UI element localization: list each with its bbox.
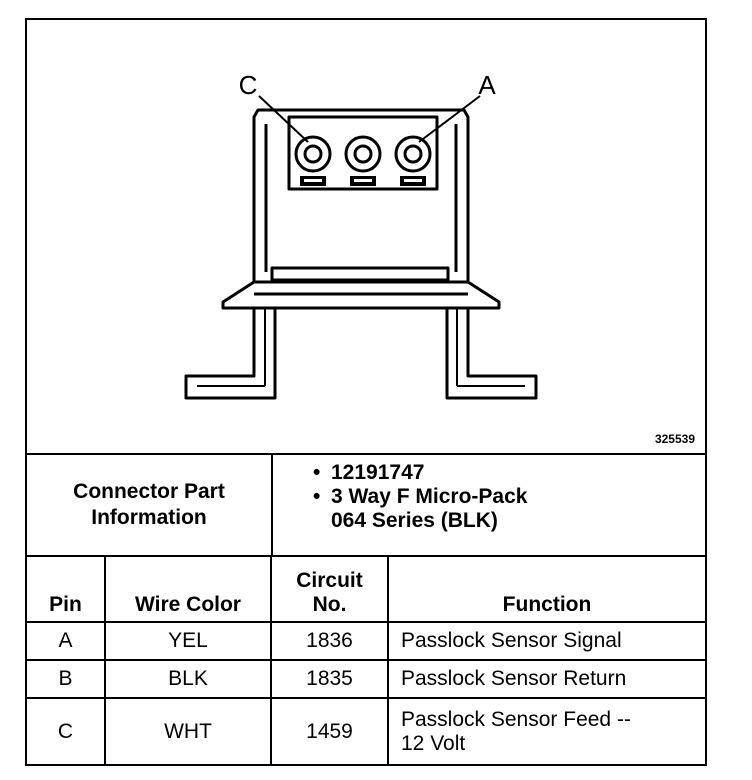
cell-circuit: 1836 <box>270 621 389 661</box>
info-label-line1: Connector Part <box>73 480 225 503</box>
connector-description-cont: 064 Series (BLK) <box>331 509 498 532</box>
info-label-line2: Information <box>91 506 207 529</box>
table-row: B BLK 1835 Passlock Sensor Return <box>27 659 705 699</box>
table-header-row: Pin Wire Color Circuit No. Function <box>27 555 705 623</box>
cell-wire-color: BLK <box>104 659 272 699</box>
table-row: C WHT 1459 Passlock Sensor Feed -- 12 Vo… <box>27 697 705 764</box>
bullet-icon: • <box>313 485 321 508</box>
divider <box>27 453 705 455</box>
cell-wire-color: WHT <box>104 697 272 764</box>
pin-table: Pin Wire Color Circuit No. Function A YE… <box>27 555 705 764</box>
info-item: • 3 Way F Micro-Pack <box>313 485 527 509</box>
pin-label-a: A <box>478 70 496 100</box>
left-leg <box>184 308 277 400</box>
cell-function: Passlock Sensor Feed -- 12 Volt <box>387 697 705 764</box>
terminal-a <box>394 135 432 173</box>
cell-circuit: 1835 <box>270 659 389 699</box>
connector-description: 3 Way F Micro-Pack <box>331 485 528 508</box>
connector-page: C A 325539 Connector Part Information • 1… <box>25 18 707 766</box>
cell-pin: B <box>27 659 106 699</box>
leader-a <box>418 95 481 143</box>
connector-ledge <box>270 266 450 282</box>
cell-circuit: 1459 <box>270 697 389 764</box>
header-circuit-line2: No. <box>312 593 347 616</box>
right-leg <box>445 308 538 400</box>
header-circuit: Circuit No. <box>270 555 389 623</box>
divider <box>271 455 273 555</box>
figure-id: 325539 <box>654 432 695 446</box>
header-wire-color: Wire Color <box>104 555 272 623</box>
connector-diagram: C A <box>184 70 538 400</box>
pin-label-c: C <box>239 70 258 100</box>
terminal-b <box>344 135 382 173</box>
cell-function: Passlock Sensor Signal <box>387 621 705 661</box>
info-item: • 12191747 <box>313 461 527 485</box>
terminal-housing <box>287 115 439 191</box>
connector-info-list: • 12191747 • 3 Way F Micro-Pack 064 Series… <box>313 461 527 533</box>
terminal-c <box>294 135 332 173</box>
function-line1: Passlock Sensor Feed -- <box>401 707 631 731</box>
cell-pin: C <box>27 697 106 764</box>
bullet-icon: • <box>313 461 321 484</box>
part-number: 12191747 <box>331 461 425 484</box>
cell-pin: A <box>27 621 106 661</box>
table-row: A YEL 1836 Passlock Sensor Signal <box>27 621 705 661</box>
header-function: Function <box>387 555 705 623</box>
cell-function: Passlock Sensor Return <box>387 659 705 699</box>
cell-wire-color: YEL <box>104 621 272 661</box>
connector-info-label: Connector Part Information <box>27 455 271 555</box>
leader-c <box>258 95 309 143</box>
connector-flange <box>221 280 501 310</box>
function-line2: 12 Volt <box>401 731 466 755</box>
header-circuit-line1: Circuit <box>296 569 363 592</box>
header-pin: Pin <box>27 555 106 623</box>
